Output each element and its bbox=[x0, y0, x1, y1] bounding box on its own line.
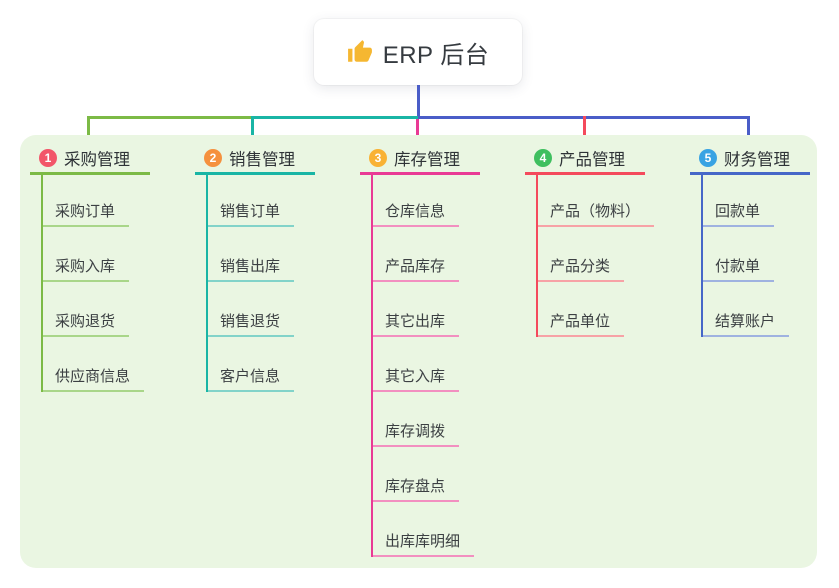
child-node[interactable]: 付款单 bbox=[703, 227, 775, 282]
branch-number-badge: 4 bbox=[534, 148, 552, 167]
connector-root-stem bbox=[417, 85, 420, 116]
child-node[interactable]: 销售退货 bbox=[208, 282, 295, 337]
child-node[interactable]: 结算账户 bbox=[703, 282, 790, 337]
connector-drop-5 bbox=[747, 116, 750, 148]
child-node[interactable]: 客户信息 bbox=[208, 337, 295, 392]
branch-title[interactable]: 5 财务管理 bbox=[690, 143, 810, 175]
child-node[interactable]: 采购订单 bbox=[43, 175, 130, 227]
branch-children: 仓库信息产品库存其它出库其它入库库存调拨库存盘点出库库明细 bbox=[371, 175, 480, 557]
child-node[interactable]: 采购入库 bbox=[43, 227, 130, 282]
connector-drop-1 bbox=[87, 116, 90, 148]
branch-label: 采购管理 bbox=[64, 150, 130, 169]
root-node[interactable]: ERP 后台 bbox=[314, 19, 522, 85]
child-node[interactable]: 其它入库 bbox=[373, 337, 460, 392]
branch-number-badge: 1 bbox=[39, 148, 57, 167]
child-node[interactable]: 采购退货 bbox=[43, 282, 130, 337]
connector-drop-3 bbox=[416, 119, 419, 148]
connector-bus-left bbox=[87, 116, 252, 119]
connector-drop-4 bbox=[583, 116, 586, 148]
child-node[interactable]: 其它出库 bbox=[373, 282, 460, 337]
child-node[interactable]: 出库库明细 bbox=[373, 502, 475, 557]
child-node[interactable]: 产品单位 bbox=[538, 282, 625, 337]
branch-label: 销售管理 bbox=[229, 150, 295, 169]
child-node[interactable]: 销售订单 bbox=[208, 175, 295, 227]
thumbs-up-icon bbox=[347, 39, 373, 65]
branch-title[interactable]: 1 采购管理 bbox=[30, 143, 150, 175]
branch-label: 财务管理 bbox=[724, 150, 790, 169]
branch-5: 5 财务管理回款单付款单结算账户 bbox=[690, 143, 810, 337]
branch-4: 4 产品管理产品（物料）产品分类产品单位 bbox=[525, 143, 655, 337]
branch-title[interactable]: 4 产品管理 bbox=[525, 143, 645, 175]
connector-drop-2 bbox=[251, 116, 254, 148]
branch-1: 1 采购管理采购订单采购入库采购退货供应商信息 bbox=[30, 143, 150, 392]
branches-panel: 1 采购管理采购订单采购入库采购退货供应商信息 2 销售管理销售订单销售出库销售退货客… bbox=[20, 135, 817, 568]
branch-children: 销售订单销售出库销售退货客户信息 bbox=[206, 175, 315, 392]
branch-number-badge: 5 bbox=[699, 148, 717, 167]
branch-children: 采购订单采购入库采购退货供应商信息 bbox=[41, 175, 150, 392]
branch-title[interactable]: 2 销售管理 bbox=[195, 143, 315, 175]
branch-children: 产品（物料）产品分类产品单位 bbox=[536, 175, 655, 337]
branch-number-badge: 2 bbox=[204, 148, 222, 167]
child-node[interactable]: 库存调拨 bbox=[373, 392, 460, 447]
child-node[interactable]: 库存盘点 bbox=[373, 447, 460, 502]
branch-2: 2 销售管理销售订单销售出库销售退货客户信息 bbox=[195, 143, 315, 392]
branch-title[interactable]: 3 库存管理 bbox=[360, 143, 480, 175]
connector-bus-mid bbox=[252, 116, 418, 119]
child-node[interactable]: 产品库存 bbox=[373, 227, 460, 282]
branch-3: 3 库存管理仓库信息产品库存其它出库其它入库库存调拨库存盘点出库库明细 bbox=[360, 143, 480, 557]
child-node[interactable]: 销售出库 bbox=[208, 227, 295, 282]
child-node[interactable]: 仓库信息 bbox=[373, 175, 460, 227]
child-node[interactable]: 产品（物料） bbox=[538, 175, 655, 227]
branch-number-badge: 3 bbox=[369, 148, 387, 167]
child-node[interactable]: 产品分类 bbox=[538, 227, 625, 282]
root-label: ERP 后台 bbox=[382, 41, 490, 69]
child-node[interactable]: 回款单 bbox=[703, 175, 775, 227]
branch-label: 产品管理 bbox=[559, 150, 625, 169]
branch-children: 回款单付款单结算账户 bbox=[701, 175, 810, 337]
branch-label: 库存管理 bbox=[394, 150, 460, 169]
child-node[interactable]: 供应商信息 bbox=[43, 337, 145, 392]
